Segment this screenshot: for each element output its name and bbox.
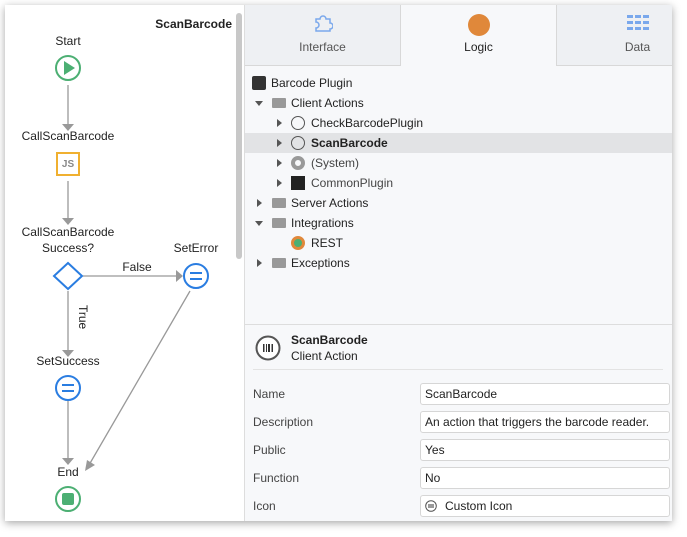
collapse-arrow-icon[interactable] — [277, 179, 282, 187]
tree-item-server-actions[interactable]: Server Actions — [245, 193, 672, 213]
tree-label: Exceptions — [291, 256, 350, 270]
false-label: False — [122, 260, 152, 274]
property-label: Public — [253, 443, 286, 457]
name-field[interactable]: ScanBarcode — [420, 383, 670, 405]
property-label: Function — [253, 471, 300, 485]
flow-canvas[interactable]: ScanBarcode Start CallScanBarcode JS Cal… — [5, 5, 245, 521]
tree-label: (System) — [311, 156, 359, 170]
puzzle-icon — [314, 15, 333, 32]
property-label: Icon — [253, 499, 276, 513]
tree-item-check-barcode-plugin[interactable]: CheckBarcodePlugin — [245, 113, 672, 133]
side-panel: Interface Logic Data Barcode Plugin Clie… — [245, 5, 672, 521]
client-action-icon — [291, 116, 305, 130]
rest-icon — [291, 236, 305, 250]
plugin-icon — [291, 176, 305, 190]
start-label: Start — [55, 34, 81, 48]
flow-edges — [52, 55, 209, 512]
tree-label: CommonPlugin — [311, 176, 394, 190]
folder-icon — [272, 258, 286, 268]
tree-label: REST — [311, 236, 344, 250]
true-label: True — [76, 305, 90, 330]
expand-arrow-icon[interactable] — [255, 101, 263, 106]
tree-item-scan-barcode[interactable]: ScanBarcode — [245, 133, 672, 153]
tab-label: Data — [624, 40, 651, 54]
tree-item-exceptions[interactable]: Exceptions — [245, 253, 672, 273]
collapse-arrow-icon[interactable] — [277, 119, 282, 127]
description-field[interactable]: An action that triggers the barcode read… — [420, 411, 670, 433]
tab-label: Interface — [299, 40, 346, 54]
set-error-node[interactable] — [183, 263, 209, 289]
end-label: End — [57, 465, 79, 479]
tab-logic[interactable]: Logic — [401, 5, 557, 66]
function-select[interactable]: No — [420, 467, 670, 489]
properties-header: ScanBarcode Client Action — [253, 331, 663, 370]
expand-arrow-icon[interactable] — [255, 221, 263, 226]
element-name: ScanBarcode — [291, 333, 368, 347]
property-label: Description — [253, 415, 314, 429]
property-row-icon: Icon Custom Icon — [245, 492, 672, 520]
tab-label: Logic — [464, 40, 493, 54]
orange-circle-icon — [467, 14, 490, 36]
tree-label: Integrations — [291, 216, 354, 230]
tab-interface[interactable]: Interface — [245, 5, 401, 66]
decision-node[interactable] — [52, 261, 84, 291]
tree-item-barcode-plugin[interactable]: Barcode Plugin — [245, 73, 672, 93]
grid-icon — [626, 15, 649, 30]
collapse-arrow-icon[interactable] — [257, 259, 262, 267]
set-error-label: SetError — [173, 241, 219, 255]
barcode-icon — [425, 500, 437, 512]
tab-data[interactable]: Data — [557, 5, 672, 66]
icon-value: Custom Icon — [445, 499, 513, 513]
client-action-icon — [291, 136, 305, 150]
system-icon — [291, 156, 305, 170]
tree-label: ScanBarcode — [311, 136, 388, 150]
decision-label-1: CallScanBarcode — [21, 225, 115, 239]
tree-item-common-plugin[interactable]: CommonPlugin — [245, 173, 672, 193]
tree-item-integrations[interactable]: Integrations — [245, 213, 672, 233]
canvas-scrollbar[interactable] — [236, 13, 242, 259]
property-row-function: Function No — [245, 464, 672, 492]
tree-item-system[interactable]: (System) — [245, 153, 672, 173]
set-success-label: SetSuccess — [36, 354, 100, 368]
property-row-name: Name ScanBarcode — [245, 380, 672, 408]
collapse-arrow-icon[interactable] — [277, 139, 282, 147]
folder-icon — [272, 198, 286, 208]
call-label: CallScanBarcode — [21, 129, 115, 143]
public-select[interactable]: Yes — [420, 439, 670, 461]
js-badge: JS — [61, 159, 75, 170]
start-node[interactable] — [55, 55, 81, 81]
tree-item-client-actions[interactable]: Client Actions — [245, 93, 672, 113]
logic-tree: Barcode Plugin Client Actions CheckBarco… — [245, 73, 672, 273]
window: ScanBarcode Start CallScanBarcode JS Cal… — [5, 5, 672, 521]
folder-icon — [272, 218, 286, 228]
folder-icon — [272, 98, 286, 108]
collapse-arrow-icon[interactable] — [277, 159, 282, 167]
property-label: Name — [253, 387, 286, 401]
tree-label: Barcode Plugin — [271, 76, 353, 90]
decision-label-2: Success? — [41, 241, 95, 255]
tab-bar: Interface Logic Data — [245, 5, 672, 66]
end-node[interactable] — [55, 486, 81, 512]
tree-label: CheckBarcodePlugin — [311, 116, 424, 130]
module-icon — [252, 76, 266, 90]
flow-title: ScanBarcode — [155, 17, 232, 31]
tree-item-rest[interactable]: REST — [245, 233, 672, 253]
element-type: Client Action — [291, 349, 358, 363]
icon-field[interactable]: Custom Icon — [420, 495, 670, 517]
js-node[interactable] — [56, 152, 80, 176]
properties-panel: ScanBarcode Client Action Name ScanBarcod… — [245, 324, 672, 521]
property-row-description: Description An action that triggers the b… — [245, 408, 672, 436]
tree-label: Client Actions — [291, 96, 364, 110]
barcode-icon — [255, 335, 281, 361]
tree-label: Server Actions — [291, 196, 369, 210]
collapse-arrow-icon[interactable] — [257, 199, 262, 207]
set-success-node[interactable] — [55, 375, 81, 401]
property-row-public: Public Yes — [245, 436, 672, 464]
